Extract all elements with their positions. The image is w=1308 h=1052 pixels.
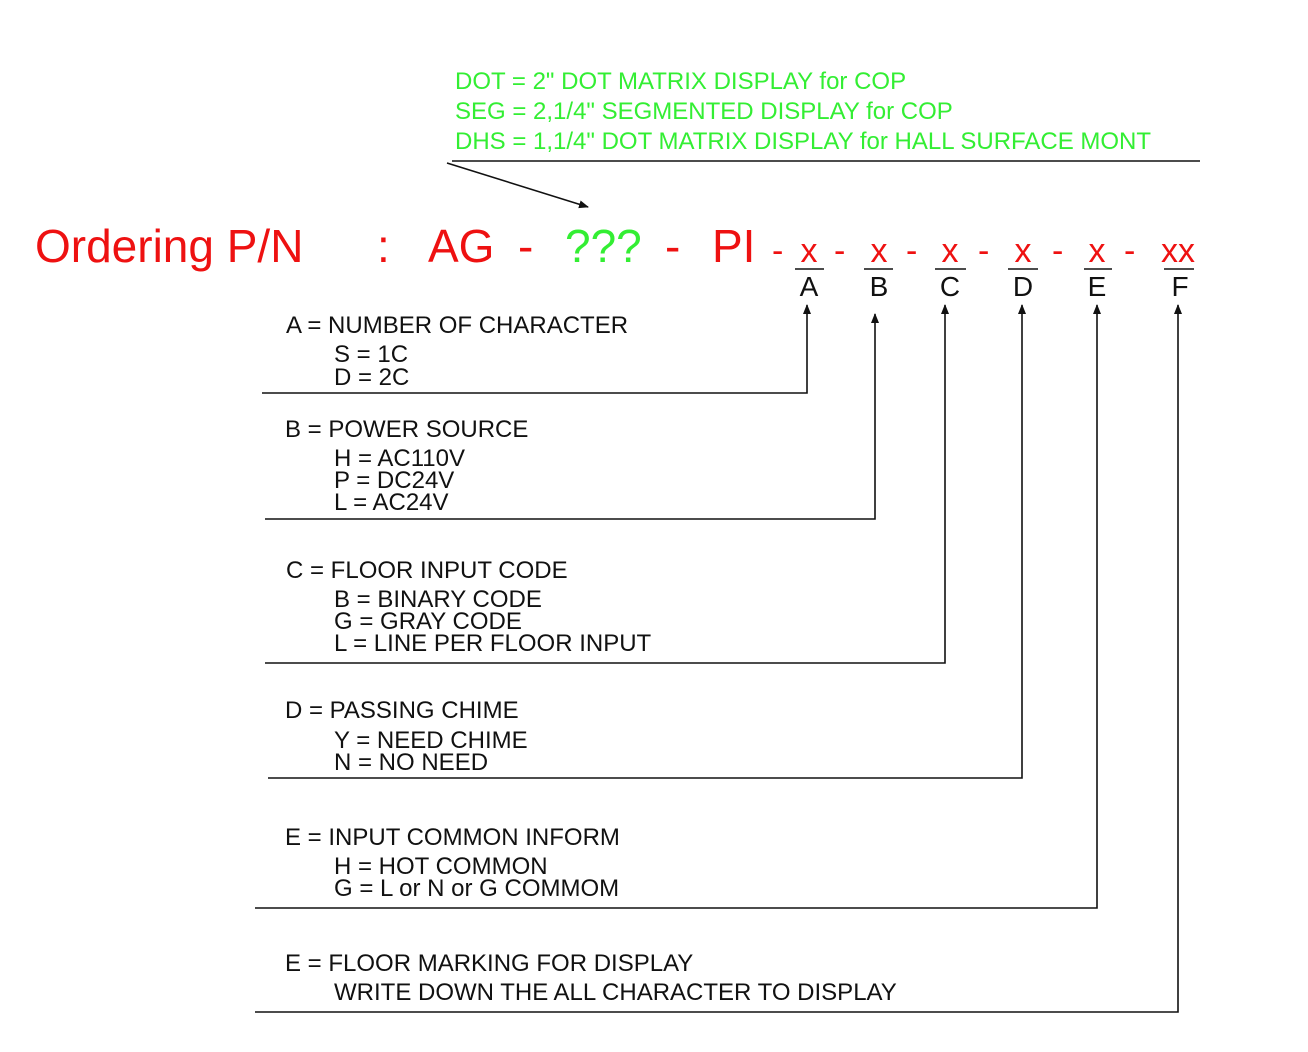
section-f-option: WRITE DOWN THE ALL CHARACTER TO DISPLAY: [334, 979, 897, 1006]
section-e-heading: E = INPUT COMMON INFORM: [285, 824, 620, 851]
code-f-value: xx: [1161, 232, 1195, 270]
section-d-heading: D = PASSING CHIME: [285, 697, 519, 724]
display-type-dot: DOT = 2" DOT MATRIX DISPLAY for COP: [455, 68, 906, 95]
code-b-value: x: [871, 232, 888, 270]
code-b-letter: B: [870, 271, 889, 302]
title-dash-2: -: [665, 220, 680, 272]
title-model-placeholder: ???: [565, 220, 642, 272]
section-b-option: P = DC24V: [334, 467, 454, 494]
code-d-value: x: [1015, 232, 1032, 270]
code-e-value: x: [1089, 232, 1106, 270]
section-b-heading: B = POWER SOURCE: [285, 416, 528, 443]
code-e-letter: E: [1088, 271, 1107, 302]
title-dash-1: -: [518, 220, 533, 272]
title-pi: PI: [712, 220, 755, 272]
code-dash: -: [1052, 232, 1063, 270]
section-c: C = FLOOR INPUT CODE B = BINARY CODE G =…: [265, 304, 949, 664]
section-a: A = NUMBER OF CHARACTER S = 1C D = 2C: [262, 304, 811, 394]
section-e: E = INPUT COMMON INFORM H = HOT COMMON G…: [255, 304, 1101, 909]
section-c-heading: C = FLOOR INPUT CODE: [286, 557, 568, 584]
code-c-letter: C: [940, 271, 960, 302]
section-c-option: G = GRAY CODE: [334, 608, 522, 635]
section-d-leader-arrow: [268, 304, 1026, 779]
title-ag: AG: [428, 220, 494, 272]
section-f-leader-arrow: [255, 304, 1182, 1013]
section-d-option: Y = NEED CHIME: [334, 727, 528, 754]
display-type-dhs: DHS = 1,1/4" DOT MATRIX DISPLAY for HALL…: [455, 128, 1151, 155]
code-f-letter: F: [1171, 271, 1188, 302]
section-d: D = PASSING CHIME Y = NEED CHIME N = NO …: [268, 304, 1026, 779]
section-e-option: G = L or N or G COMMOM: [334, 875, 619, 902]
code-c-value: x: [942, 232, 959, 270]
section-c-option: B = BINARY CODE: [334, 586, 542, 613]
title-colon: :: [377, 220, 390, 272]
section-b: B = POWER SOURCE H = AC110V P = DC24V L …: [265, 313, 879, 520]
section-b-option: L = AC24V: [334, 489, 449, 516]
section-f: E = FLOOR MARKING FOR DISPLAY WRITE DOWN…: [255, 304, 1182, 1013]
code-dash: -: [906, 232, 917, 270]
display-type-notes: DOT = 2" DOT MATRIX DISPLAY for COP SEG …: [446, 68, 1200, 209]
section-b-option: H = AC110V: [334, 445, 465, 472]
section-a-leader-arrow: [262, 304, 811, 394]
code-a-letter: A: [800, 271, 819, 302]
section-a-option: S = 1C: [334, 341, 408, 368]
code-dash: -: [1124, 232, 1135, 270]
section-e-option: H = HOT COMMON: [334, 853, 548, 880]
code-dash: -: [834, 232, 845, 270]
code-dash: -: [772, 232, 783, 270]
display-type-seg: SEG = 2,1/4" SEGMENTED DISPLAY for COP: [455, 98, 953, 125]
section-f-heading: E = FLOOR MARKING FOR DISPLAY: [285, 950, 693, 977]
section-a-heading: A = NUMBER OF CHARACTER: [286, 312, 628, 339]
section-a-option: D = 2C: [334, 364, 409, 391]
title-prefix: Ordering P/N: [35, 220, 303, 272]
section-c-leader-arrow: [265, 304, 949, 664]
section-c-option: L = LINE PER FLOOR INPUT: [334, 630, 652, 657]
code-d-letter: D: [1013, 271, 1033, 302]
code-a-value: x: [801, 232, 818, 270]
code-dash: -: [978, 232, 989, 270]
notes-pointer-arrow: [446, 162, 589, 209]
section-b-leader-arrow: [265, 313, 879, 520]
ordering-part-number: Ordering P/N : AG - ??? - PI - - - - - -…: [35, 220, 1195, 302]
section-d-option: N = NO NEED: [334, 749, 488, 776]
section-e-leader-arrow: [255, 304, 1101, 909]
